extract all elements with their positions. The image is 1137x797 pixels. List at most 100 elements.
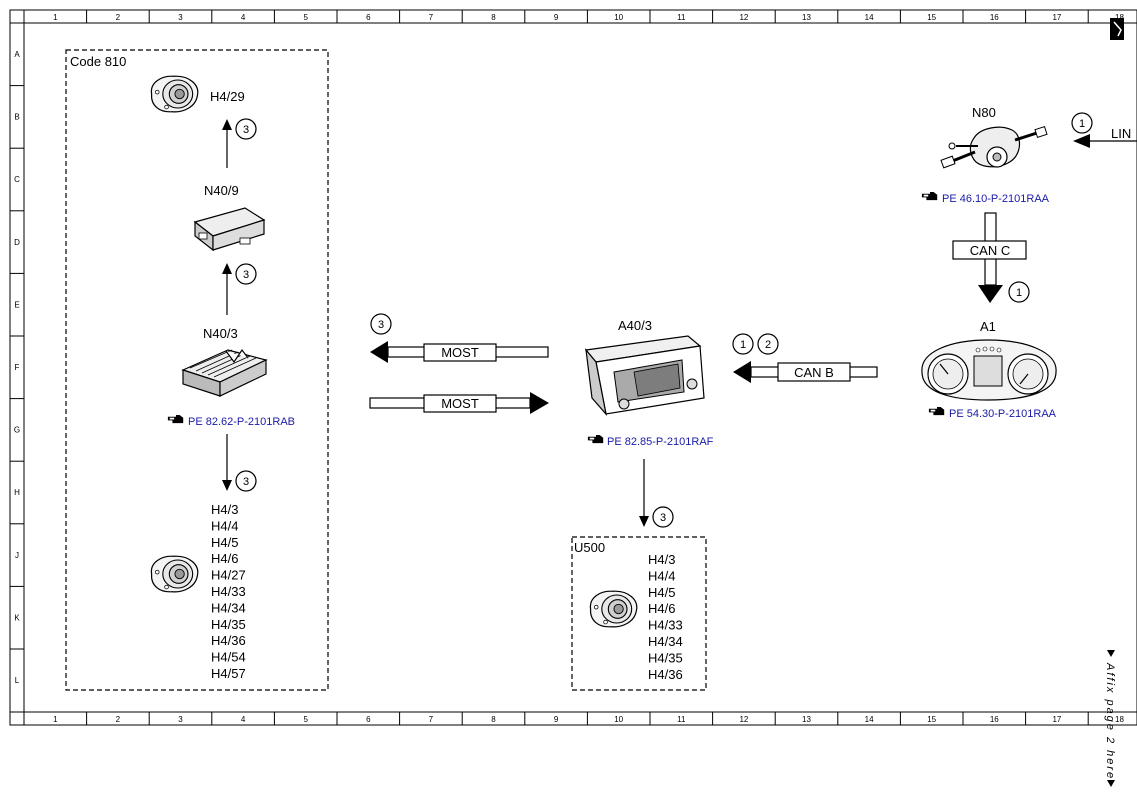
corner-marker-icon bbox=[1110, 18, 1124, 40]
control-module-n40-9-icon bbox=[193, 207, 266, 252]
speaker-label: H4/6 bbox=[211, 551, 238, 566]
amplifier-n40-3-icon bbox=[181, 348, 268, 397]
column-label: 14 bbox=[865, 715, 874, 724]
arrow-down-a40-3-to-u500 bbox=[639, 459, 649, 527]
column-label: 9 bbox=[554, 13, 559, 22]
column-label: 8 bbox=[491, 13, 496, 22]
ref-a1[interactable]: PE 54.30-P-2101RAA bbox=[949, 408, 1057, 420]
column-label: 15 bbox=[927, 13, 936, 22]
column-label: 6 bbox=[366, 13, 371, 22]
column-label: 11 bbox=[677, 715, 686, 724]
column-label: 2 bbox=[116, 715, 121, 724]
instrument-cluster-a1-icon bbox=[921, 339, 1057, 401]
svg-text:1: 1 bbox=[740, 339, 746, 351]
row-label: L bbox=[15, 676, 20, 685]
column-label: 8 bbox=[491, 715, 496, 724]
svg-text:3: 3 bbox=[660, 512, 666, 524]
ref-n40-3[interactable]: PE 82.62-P-2101RAB bbox=[188, 416, 295, 428]
svg-text:3: 3 bbox=[243, 124, 249, 136]
circle-badge: 3 bbox=[235, 263, 257, 285]
svg-text:3: 3 bbox=[378, 319, 384, 331]
speaker-label: H4/27 bbox=[211, 568, 246, 583]
circle-badge: 1 bbox=[1071, 112, 1093, 134]
circle-badge: 3 bbox=[370, 313, 392, 335]
most-bus-left: MOST bbox=[370, 341, 549, 363]
row-label: E bbox=[14, 300, 19, 309]
speaker-label: H4/5 bbox=[648, 585, 675, 600]
row-label: J bbox=[15, 551, 19, 560]
can-b-label: CAN B bbox=[794, 365, 834, 380]
speaker-label: H4/54 bbox=[211, 650, 246, 665]
most-left-label: MOST bbox=[441, 345, 479, 360]
circle-badge: 3 bbox=[652, 506, 674, 528]
affix-note-text: Affix page 2 here bbox=[1104, 662, 1116, 780]
pointing-hand-icon bbox=[587, 435, 604, 444]
column-label: 4 bbox=[241, 13, 246, 22]
column-label: 11 bbox=[677, 13, 686, 22]
column-label: 17 bbox=[1052, 715, 1061, 724]
affix-note: Affix page 2 here bbox=[1104, 650, 1116, 787]
speaker-label: H4/4 bbox=[211, 518, 238, 533]
head-unit-a40-3-icon bbox=[584, 335, 705, 417]
circle-badge: 1 bbox=[732, 333, 754, 355]
speaker-h4-29-icon bbox=[150, 75, 199, 113]
circle-badge: 1 bbox=[1008, 281, 1030, 303]
speaker-label: H4/3 bbox=[648, 552, 675, 567]
svg-text:1: 1 bbox=[1016, 287, 1022, 299]
u500-box bbox=[571, 536, 707, 691]
code-box-title: Code 810 bbox=[70, 54, 126, 69]
column-label: 7 bbox=[429, 715, 434, 724]
lin-label: LIN bbox=[1111, 126, 1131, 141]
ref-a40-3[interactable]: PE 82.85-P-2101RAF bbox=[607, 436, 714, 448]
svg-text:3: 3 bbox=[243, 269, 249, 281]
speaker-group-icon bbox=[150, 555, 199, 593]
can-c-bus: CAN C bbox=[952, 212, 1027, 303]
can-c-label: CAN C bbox=[970, 243, 1010, 258]
svg-text:3: 3 bbox=[243, 476, 249, 488]
ref-n80[interactable]: PE 46.10-P-2101RAA bbox=[942, 193, 1050, 205]
column-label: 5 bbox=[303, 13, 308, 22]
column-label: 15 bbox=[927, 715, 936, 724]
column-label: 17 bbox=[1052, 13, 1061, 22]
pointing-hand-icon bbox=[921, 192, 938, 201]
pointing-hand-icon bbox=[928, 407, 945, 416]
module-n40-3-label: N40/3 bbox=[203, 326, 238, 341]
pointing-hand-icon bbox=[167, 415, 184, 424]
code-810-speaker-list: H4/3H4/4H4/5H4/6H4/27H4/33H4/34H4/35H4/3… bbox=[211, 502, 246, 681]
drawing-frame bbox=[9, 9, 1137, 726]
column-label: 12 bbox=[739, 715, 748, 724]
column-label: 7 bbox=[429, 13, 434, 22]
svg-text:1: 1 bbox=[1079, 118, 1085, 130]
row-label: K bbox=[14, 613, 20, 622]
column-label: 4 bbox=[241, 715, 246, 724]
speaker-label: H4/3 bbox=[211, 502, 238, 517]
speaker-label: H4/33 bbox=[211, 584, 246, 599]
column-label: 9 bbox=[554, 715, 559, 724]
arrow-up-n40-3-to-n40-9 bbox=[222, 263, 232, 315]
can-b-bus: CAN B bbox=[733, 361, 878, 383]
switch-label: N80 bbox=[972, 105, 996, 120]
column-label: 16 bbox=[990, 715, 999, 724]
speaker-label: H4/34 bbox=[211, 600, 246, 615]
speaker-label: H4/35 bbox=[648, 650, 683, 665]
steering-column-switch-n80-icon bbox=[940, 126, 1048, 169]
speaker-label: H4/4 bbox=[648, 568, 675, 583]
column-label: 13 bbox=[802, 13, 811, 22]
circle-badge: 3 bbox=[235, 118, 257, 140]
arrow-up-n40-9-to-h4-29 bbox=[222, 119, 232, 168]
u500-speaker-icon bbox=[589, 590, 638, 628]
cluster-label: A1 bbox=[980, 319, 996, 334]
column-label: 10 bbox=[614, 13, 623, 22]
row-label: F bbox=[15, 363, 20, 372]
column-ruler: 1122334455667788991010111112121313141415… bbox=[53, 10, 1124, 725]
column-label: 5 bbox=[303, 715, 308, 724]
row-label: G bbox=[14, 426, 20, 435]
row-label: D bbox=[14, 238, 20, 247]
column-label: 3 bbox=[178, 715, 183, 724]
most-right-label: MOST bbox=[441, 396, 479, 411]
arrow-down-n40-3-to-speakers bbox=[222, 434, 232, 491]
svg-text:2: 2 bbox=[765, 339, 771, 351]
code-810-box bbox=[65, 49, 329, 691]
